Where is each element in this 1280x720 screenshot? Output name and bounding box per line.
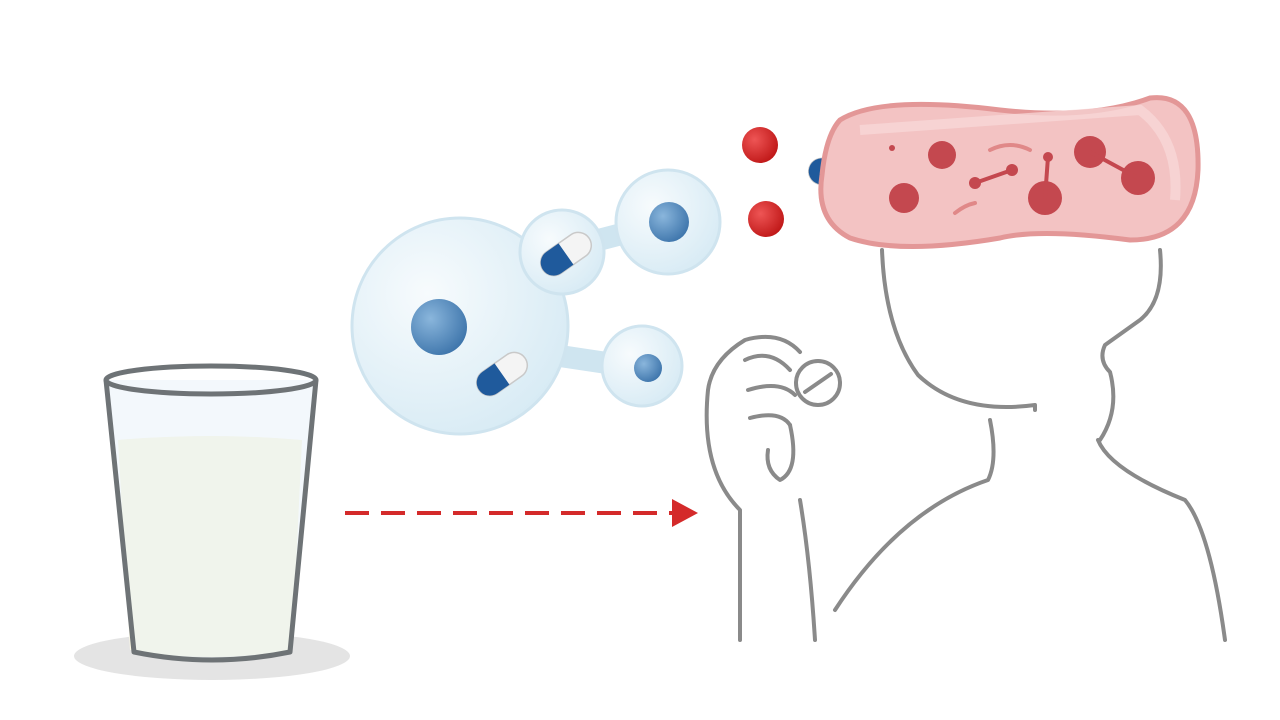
red-particle — [748, 201, 784, 237]
milk — [118, 436, 302, 657]
glass-rim — [103, 363, 319, 397]
arrow-head-icon — [672, 499, 698, 527]
brain-band — [818, 95, 1201, 249]
glass-of-milk — [74, 363, 350, 680]
person-outline — [704, 248, 1227, 642]
blue-ball — [411, 299, 467, 355]
molecule-bubble-cluster — [350, 168, 722, 436]
dashed-arrow — [345, 499, 698, 527]
brain-nodes — [889, 136, 1155, 215]
blue-ball — [634, 354, 662, 382]
glass-body — [103, 379, 319, 663]
red-particle — [742, 127, 778, 163]
blue-ball — [649, 202, 689, 242]
